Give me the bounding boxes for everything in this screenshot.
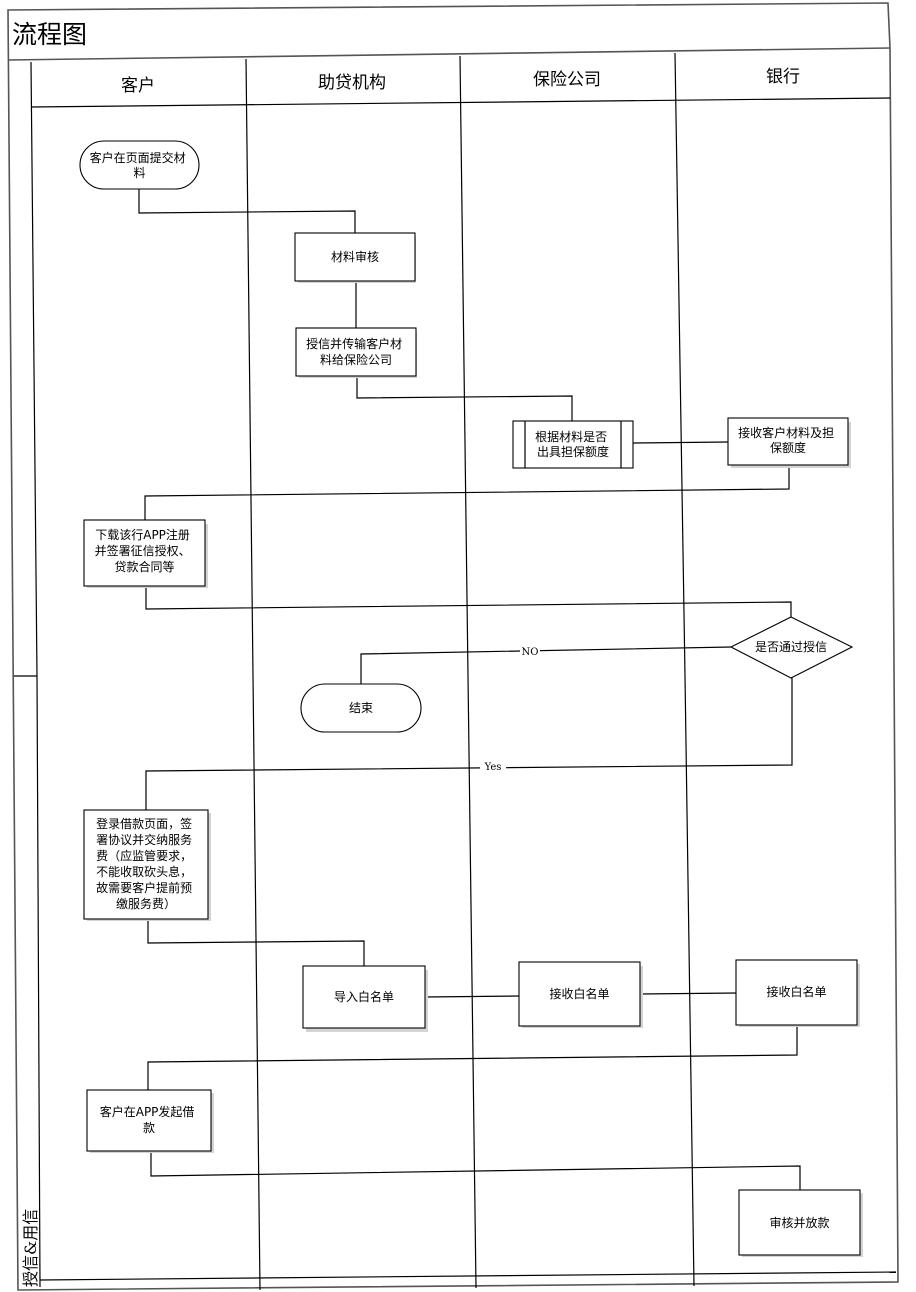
svg-text:授信并传输客户材 料给保险公司: 授信并传输客户材 料给保险公司 [306,336,406,367]
lane-header-loan-agency: 助贷机构 [318,73,386,93]
edge-label-no: NO [522,647,539,658]
lane-header-customer: 客户 [121,76,155,96]
node-guarantee-decision: 根据材料是否 出具担保额度 [512,420,634,469]
phase-label: 授信&用信 [21,1209,40,1287]
no-label-bg [520,645,540,657]
edge-n11-n12 [639,992,738,995]
node-insurer-receive-whitelist: 接收白名单 [518,961,641,1027]
lane-header-insurance-company: 保险公司 [533,70,601,90]
node-download-app: 下载该行APP注册 并签署征信授权、 贷款合同等 [83,519,206,587]
edge-n13-n14 [150,1151,801,1190]
svg-text:材料审核: 材料审核 [331,249,379,264]
edge-n12-n13 [147,1025,798,1090]
svg-text:导入白名单: 导入白名单 [334,989,394,1004]
edge-n5-n6 [144,465,790,520]
lane-header-bank: 银行 [766,67,800,87]
edge-n7-n9 [145,678,793,810]
svg-text:审核并放款: 审核并放款 [769,1215,829,1230]
svg-text:根据材料是否 出具担保额度: 根据材料是否 出具担保额度 [535,430,611,459]
svg-text:下载该行APP注册 并签署征信授权、: 下载该行APP注册 并签署征信授权、 贷款合同等 [95,527,195,574]
svg-text:登录借款页面，签 署协议并交纳服务: 登录借款页面，签 署协议并交纳服务 费（应监管要求， 不能收取砍头息， 故需要客… [96,816,196,911]
node-review-disburse: 审核并放款 [738,1189,861,1256]
svg-text:接收白名单: 接收白名单 [766,984,826,999]
edge-n7-n8 [360,646,732,684]
svg-text:接收白名单: 接收白名单 [549,986,609,1001]
node-import-whitelist: 导入白名单 [302,965,426,1029]
node-submit-materials: 客户在页面提交材 料 [79,140,200,190]
node-material-review: 材料审核 [294,232,416,282]
diagram-title: 流程图 [12,20,87,49]
node-credit-approved-decision: 是否通过授信 [729,616,854,679]
svg-text:客户在APP发起借 款: 客户在APP发起借 款 [100,1104,199,1135]
connectors [138,189,801,1190]
edge-n3-n4 [356,376,573,421]
node-end: 结束 [300,683,422,733]
svg-text:客户在页面提交材 料: 客户在页面提交材 料 [90,150,190,180]
edge-n1-n2 [138,189,356,233]
edge-n9-n10 [147,919,365,966]
edge-n4-n5 [632,441,729,444]
node-credit-transfer: 授信并传输客户材 料给保险公司 [295,327,417,377]
svg-text:结束: 结束 [349,701,373,715]
edge-n6-n7 [145,586,792,617]
node-bank-receive-materials: 接收客户材料及担 保额度 [727,417,849,466]
node-initiate-loan: 客户在APP发起借 款 [86,1089,212,1152]
svg-text:是否通过授信: 是否通过授信 [755,639,827,654]
edge-label-yes: Yes [484,762,502,773]
edge-n10-n11 [424,995,521,998]
yes-label-bg [480,760,506,772]
diagram-frame [7,2,899,1291]
node-bank-receive-whitelist: 接收白名单 [735,959,858,1026]
svg-text:接收客户材料及担 保额度: 接收客户材料及担 保额度 [738,425,838,455]
node-login-loan-page: 登录借款页面，签 署协议并交纳服务 费（应监管要求， 不能收取砍头息， 故需要客… [83,809,209,920]
